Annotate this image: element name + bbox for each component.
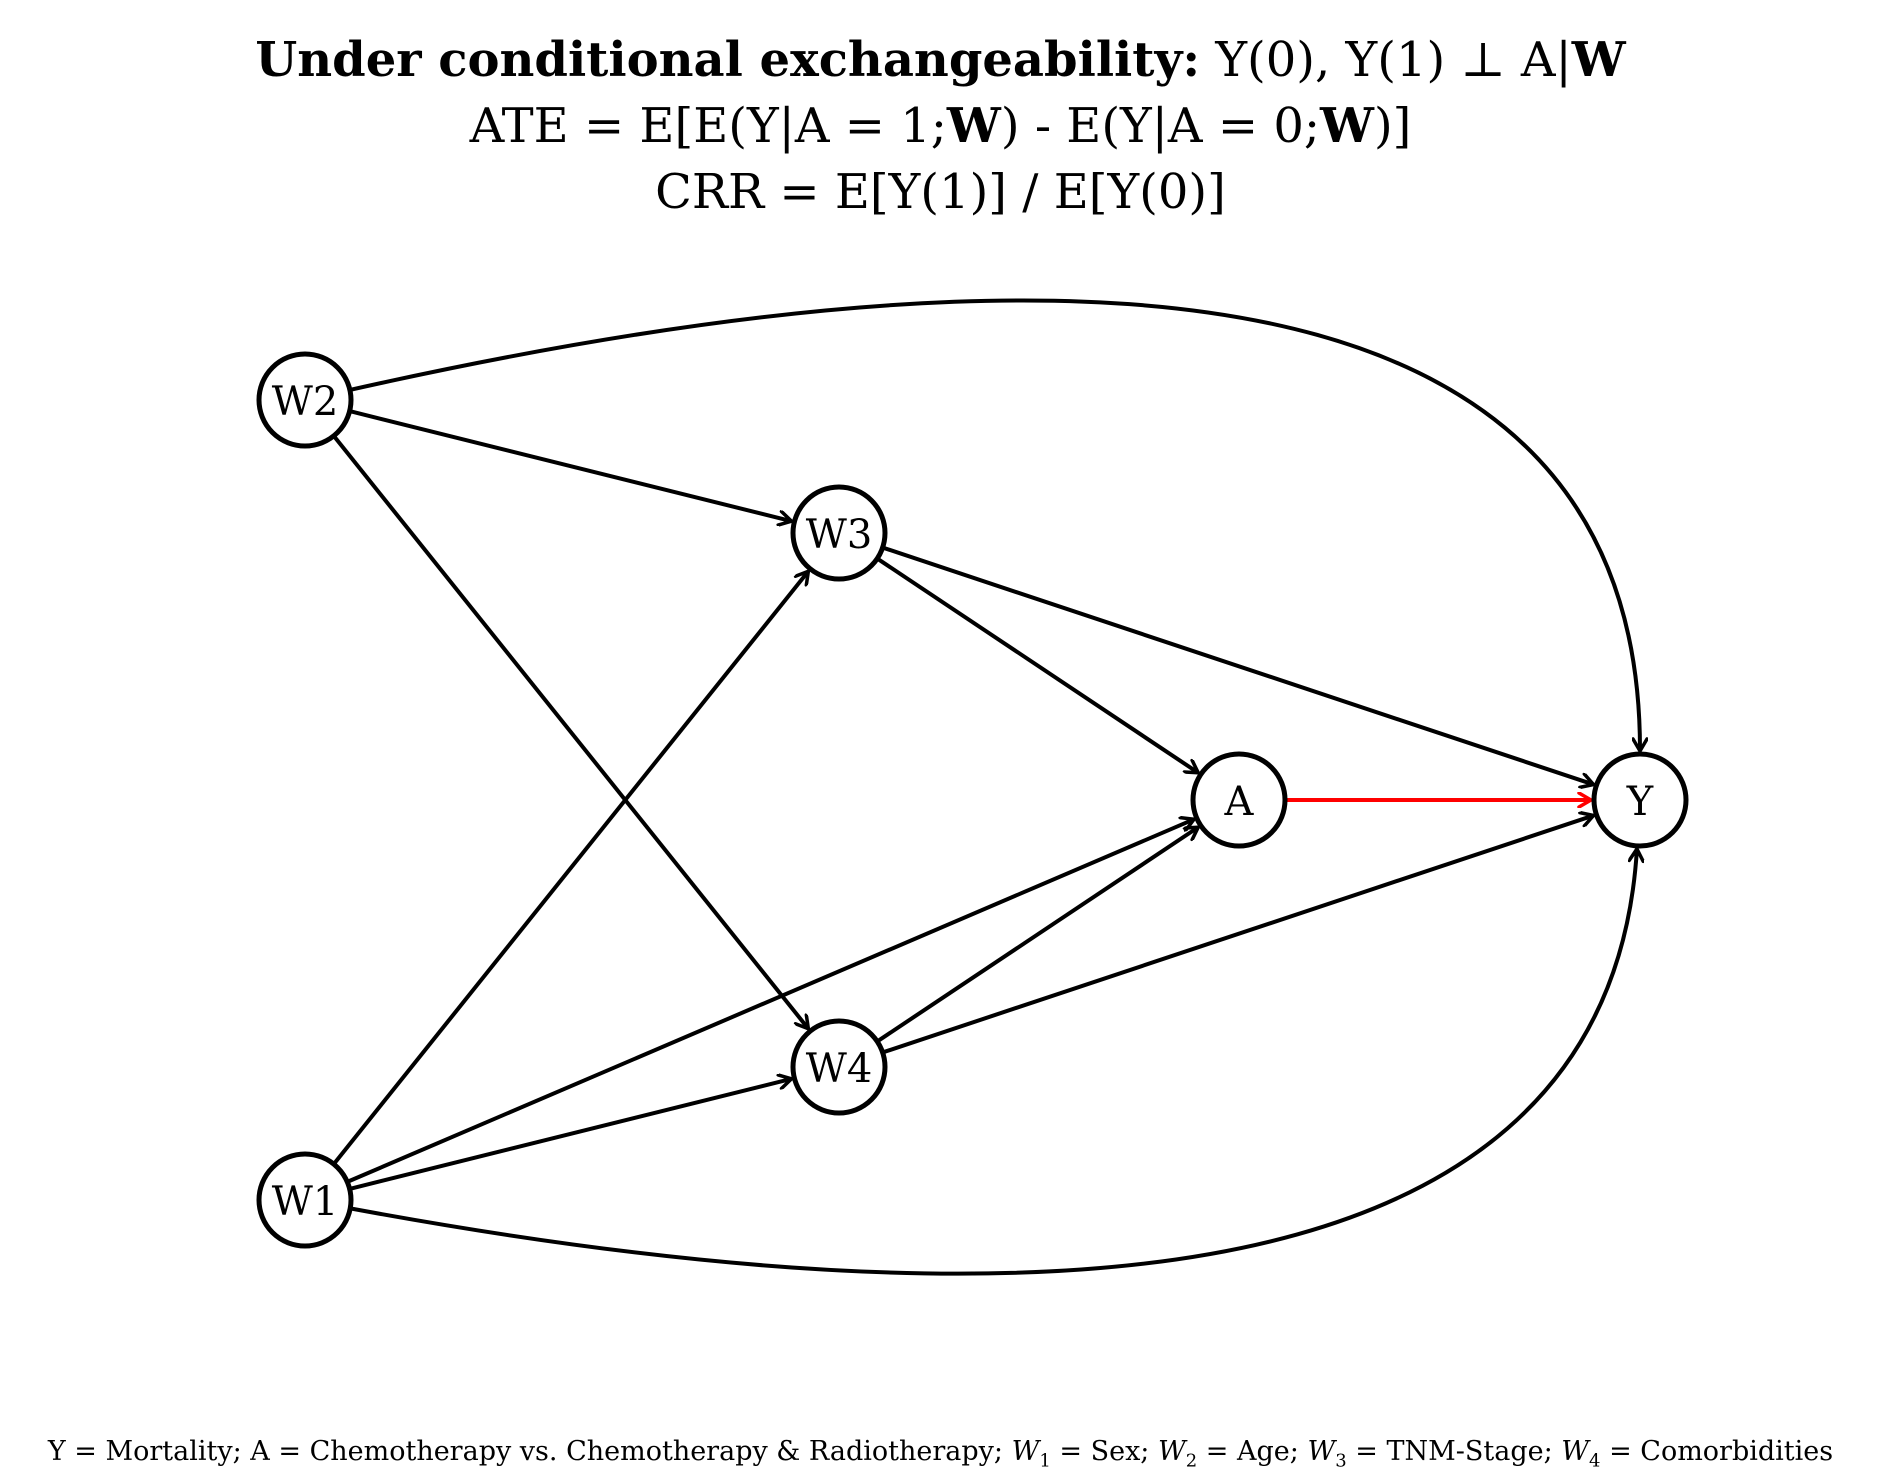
legend-w2-var: W [1158, 1436, 1186, 1467]
exchangeability-w: W [1571, 32, 1626, 88]
legend-w2-sub: 2 [1185, 1450, 1198, 1472]
exchangeability-formula: Y(0), Y(1) ⊥ A| [1215, 32, 1572, 88]
edge-w3-to-y [882, 545, 1593, 785]
edge-w1-to-y [349, 850, 1637, 1276]
legend-w3-var: W [1307, 1436, 1336, 1467]
legend-w3-val: = TNM-Stage; [1346, 1436, 1553, 1467]
variable-legend: Y = Mortality; A = Chemotherapy vs. Chem… [0, 1436, 1881, 1471]
node-label-w4: W4 [806, 1046, 873, 1092]
crr-formula: CRR = E[Y(1)] / E[Y(0)] [655, 164, 1226, 220]
edge-w1-to-w3 [332, 572, 808, 1166]
edge-w2-to-y [349, 298, 1640, 750]
exchangeability-line: Under conditional exchangeability: Y(0),… [0, 32, 1881, 88]
ate-part-1: ATE = E[E(Y|A = 1; [469, 98, 947, 154]
edge-w4-to-a [876, 828, 1197, 1044]
node-y: Y [1591, 751, 1689, 849]
node-w4: W4 [790, 1018, 888, 1116]
ate-formula: ATE = E[E(Y|A = 1;W) - E(Y|A = 0;W)] [0, 98, 1881, 154]
ate-part-3: )] [1373, 98, 1412, 154]
exchangeability-title: Under conditional exchangeability: [255, 32, 1201, 88]
node-circle-a [1190, 751, 1288, 849]
node-w2: W2 [256, 351, 354, 449]
edge-w1-to-w4 [349, 1079, 791, 1191]
ate-w-1: W [946, 98, 1001, 154]
ate-part-2: ) - E(Y|A = 0; [1000, 98, 1321, 154]
node-w3: W3 [790, 484, 888, 582]
ate-w-2: W [1320, 98, 1374, 154]
node-w1: W1 [256, 1151, 354, 1249]
edge-w2-to-w4 [332, 434, 808, 1028]
node-a: A [1190, 751, 1288, 849]
edge-w2-to-w3 [349, 409, 791, 521]
legend-w4-val: = Comorbidities [1600, 1436, 1834, 1467]
legend-w4-var: W [1561, 1436, 1590, 1467]
legend-w3-sub: 3 [1335, 1450, 1347, 1472]
legend-w1-val: = Sex; [1050, 1436, 1150, 1467]
node-label-w2: W2 [272, 379, 339, 425]
node-circle-w3 [790, 484, 888, 582]
legend-w1-sub: 1 [1039, 1450, 1051, 1472]
node-circle-w4 [790, 1018, 888, 1116]
legend-w4-sub: 4 [1589, 1450, 1601, 1472]
edge-layer [332, 298, 1640, 1276]
edge-w3-to-a [876, 556, 1197, 773]
node-label-w3: W3 [806, 512, 873, 558]
legend-w2-val: = Age; [1197, 1436, 1299, 1467]
node-circle-w1 [256, 1151, 354, 1249]
legend-y-a: Y = Mortality; A = Chemotherapy vs. Chem… [47, 1436, 1003, 1467]
node-circle-w2 [256, 351, 354, 449]
node-label-a: A [1224, 779, 1255, 825]
node-label-w1: W1 [272, 1179, 339, 1225]
edge-w4-to-y [882, 816, 1593, 1055]
edge-w1-to-a [346, 820, 1193, 1184]
node-label-y: Y [1626, 779, 1654, 825]
node-circle-y [1591, 751, 1689, 849]
legend-w1-var: W [1011, 1436, 1040, 1467]
